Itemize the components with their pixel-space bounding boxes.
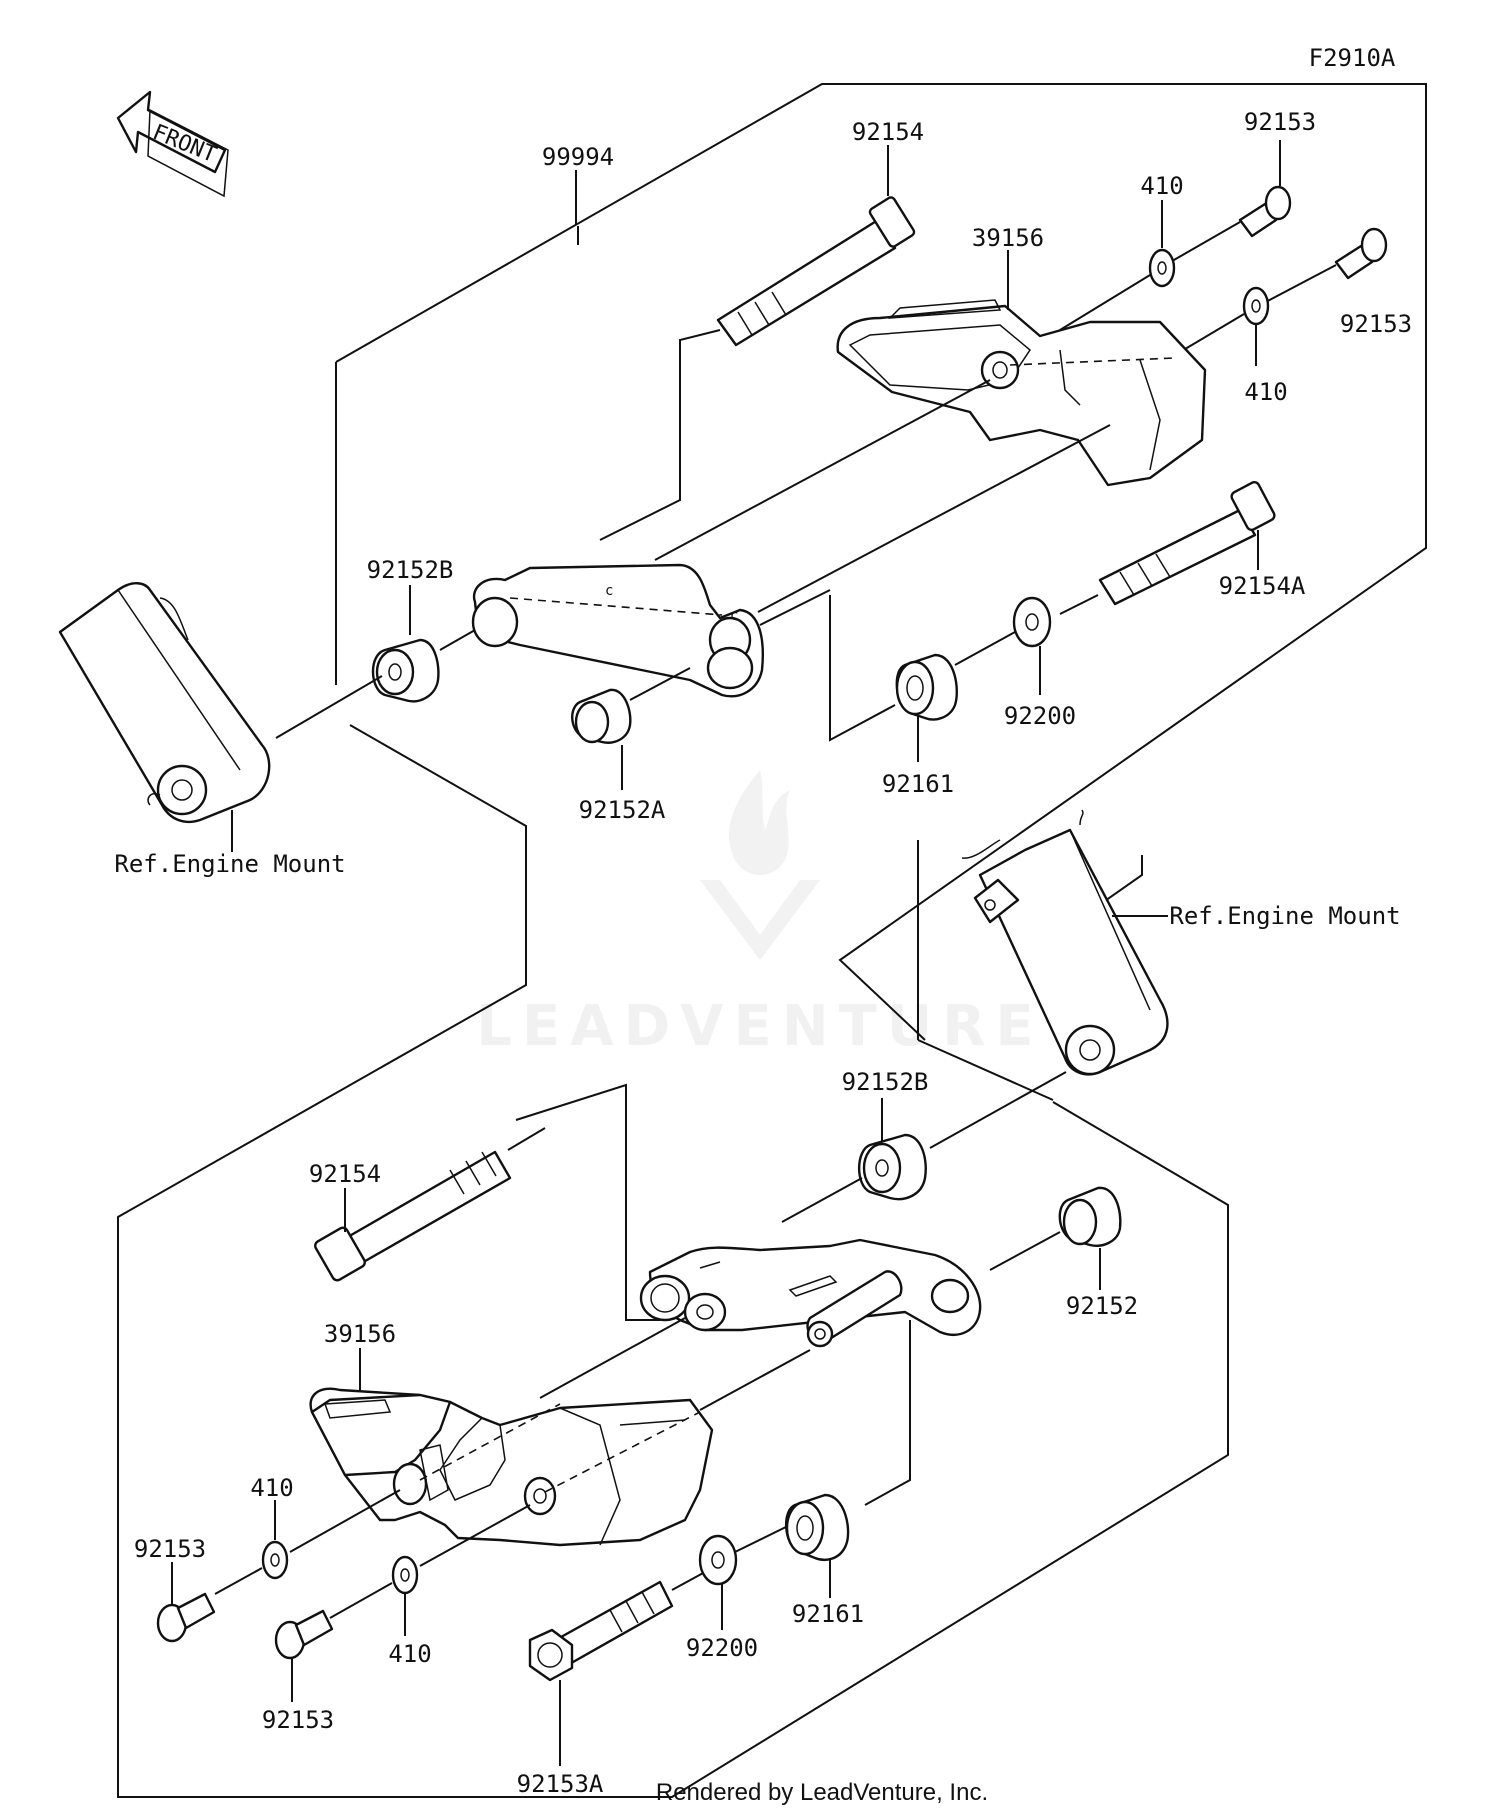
- label-92153-upper-a: 92153: [1244, 108, 1316, 136]
- label-39156-upper: 39156: [972, 224, 1044, 252]
- svg-text:c: c: [605, 583, 613, 599]
- bolt-92153A: [528, 1571, 706, 1682]
- bracket-lower: [639, 1238, 982, 1348]
- watermark-logo: LEADVENTURE: [476, 770, 1043, 1059]
- grommet-92161-upper: [759, 589, 958, 742]
- bracket-upper: c c: [471, 563, 764, 698]
- label-92200-upper: 92200: [1004, 702, 1076, 730]
- label-410-upper-a: 410: [1140, 172, 1183, 200]
- watermark-text: LEADVENTURE: [476, 994, 1043, 1059]
- washer-410-lower-b: [329, 1504, 531, 1636]
- label-92154-lower: 92154: [309, 1160, 381, 1188]
- washer-92200-upper: [954, 596, 1052, 666]
- label-92152-lower: 92152: [1066, 1292, 1138, 1320]
- label-99994: 99994: [542, 143, 614, 171]
- label-410-upper-b: 410: [1244, 378, 1287, 406]
- label-92153A: 92153A: [517, 1770, 604, 1798]
- grommet-92161-lower: [784, 1493, 850, 1561]
- washer-410-upper-a: [1059, 248, 1176, 331]
- washer-92200-lower: [698, 1524, 791, 1586]
- label-410-lower-a: 410: [250, 1474, 293, 1502]
- label-92152B-lower: 92152B: [842, 1068, 929, 1096]
- label-92153-upper-b: 92153: [1340, 310, 1412, 338]
- label-410-lower-b: 410: [388, 1640, 431, 1668]
- screw-92153-lower-b: [274, 1609, 334, 1702]
- screw-92153-lower-a: [156, 1592, 216, 1643]
- slider-39156-lower: [309, 1387, 714, 1547]
- washer-410-lower-a: [214, 1489, 401, 1595]
- spacer-92152B-upper: [371, 629, 476, 703]
- label-92200-lower: 92200: [686, 1634, 758, 1662]
- front-arrow: FRONT: [116, 90, 229, 198]
- engine-mount-ref-lower: [929, 809, 1169, 1149]
- bolt-92154-upper: [599, 196, 916, 541]
- label-92154A: 92154A: [1219, 572, 1306, 600]
- label-92152A: 92152A: [579, 796, 666, 824]
- collar-92152A: [571, 667, 691, 744]
- spacer-92152B-lower: [781, 1133, 927, 1223]
- label-39156-lower: 39156: [324, 1320, 396, 1348]
- svg-text:c: c: [730, 608, 738, 624]
- slider-39156-upper: [836, 299, 1207, 487]
- credit-text: Rendered by LeadVenture, Inc.: [656, 1779, 988, 1806]
- engine-mount-ref-upper: [58, 582, 383, 824]
- collar-92152-lower: [989, 1186, 1122, 1271]
- label-92154-upper: 92154: [852, 118, 924, 146]
- label-92153-lower-b: 92153: [262, 1706, 334, 1734]
- bolt-92154-lower: [314, 1127, 546, 1282]
- ref-engine-mount-upper: Ref.Engine Mount: [114, 850, 345, 878]
- bolt-92154A: [1059, 480, 1276, 615]
- label-92161-lower: 92161: [792, 1600, 864, 1628]
- ref-engine-mount-lower: Ref.Engine Mount: [1169, 902, 1400, 930]
- label-92152B-upper: 92152B: [367, 556, 454, 584]
- label-92153-lower-a: 92153: [134, 1535, 206, 1563]
- upper-kit-outline: [117, 83, 1427, 1798]
- figure-code: F2910A: [1309, 44, 1396, 72]
- screw-92153-upper-b: [1261, 227, 1388, 305]
- label-92161-upper: 92161: [882, 770, 954, 798]
